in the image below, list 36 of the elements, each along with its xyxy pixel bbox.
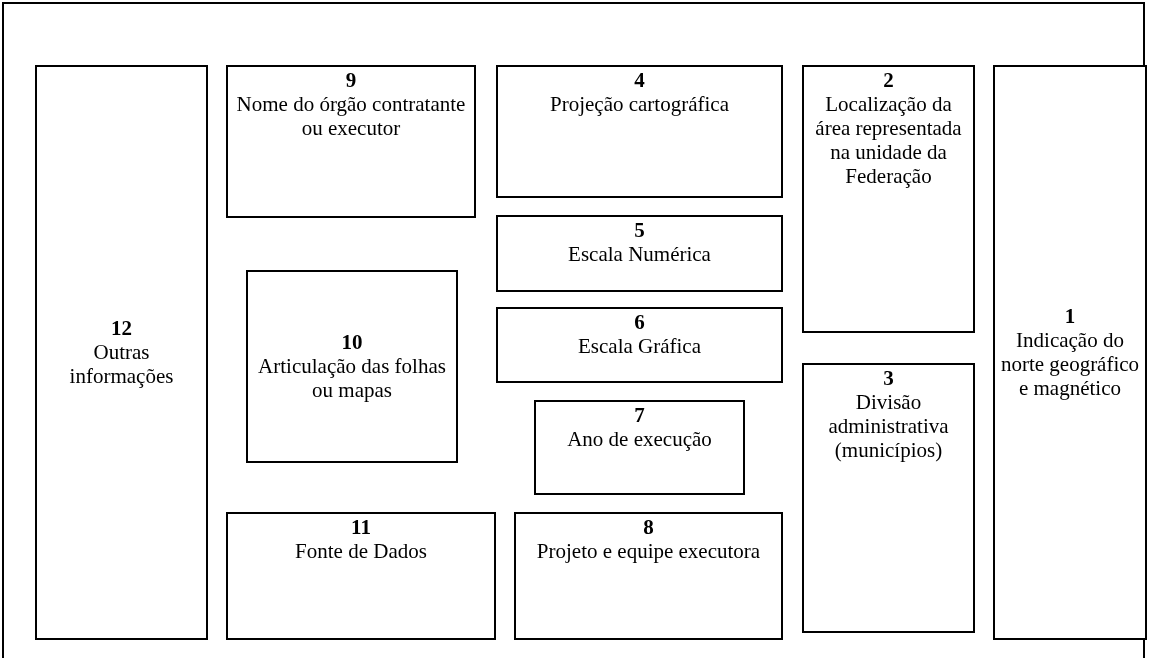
layout-box [993,65,1147,640]
layout-box [802,65,975,333]
layout-box [802,363,975,633]
section-label: Escala Numérica [568,242,711,266]
section-label: Localização da área representada na unidade da Federação [814,92,963,188]
section-label: Articulação das folhas ou mapas [257,354,447,402]
layout-box [226,65,476,218]
section-number: 8 [643,516,654,539]
section-number: 1 [1064,305,1076,328]
section-number: 11 [351,516,371,539]
section-number: 9 [345,69,357,92]
section-number: 7 [634,404,645,427]
section-label: Escala Gráfica [578,334,701,358]
section-label: Divisão administrativa (municípios) [827,390,950,462]
section-label: Nome do órgão contratante ou executor [235,92,467,140]
section-label: Ano de execução [567,427,712,451]
layout-box [226,512,496,640]
section-label: Indicação do norte geográfico e magnético [999,328,1141,400]
layout-box [496,307,783,383]
layout-box [534,400,745,495]
section-label: Projeção cartográfica [550,92,729,116]
section-number: 2 [883,69,894,92]
layout-box [496,215,783,292]
section-number: 12 [111,317,132,340]
section-label: Fonte de Dados [295,539,427,563]
section-number: 6 [634,311,645,334]
layout-box [496,65,783,198]
layout-box [35,65,208,640]
section-label: Outras informações [68,340,175,388]
section-number: 3 [883,367,894,390]
layout-box [514,512,783,640]
section-number: 10 [341,331,363,354]
section-number: 4 [634,69,645,92]
layout-box [246,270,458,463]
section-number: 5 [634,219,645,242]
section-label: Projeto e equipe executora [536,539,761,563]
